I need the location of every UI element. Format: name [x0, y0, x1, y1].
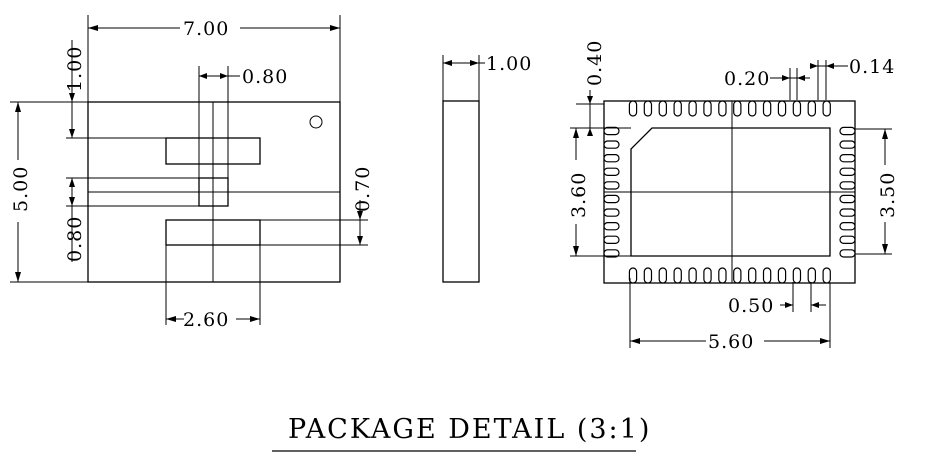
- pad-top: [628, 100, 638, 117]
- pad-top: [733, 100, 742, 117]
- pad-right: [839, 140, 856, 149]
- pad-bottom: [688, 267, 697, 284]
- dim-pad-row: 3.50: [877, 172, 899, 218]
- pad-bottom: [658, 267, 668, 284]
- dim-gap: 0.70: [352, 166, 374, 212]
- dim-slot-height: 0.80: [64, 216, 86, 262]
- pad-right: [839, 154, 856, 163]
- dim-pad-span: 2.60: [183, 309, 229, 331]
- pad-left: [603, 154, 620, 163]
- pad-right: [839, 235, 856, 244]
- pad-top: [688, 100, 697, 117]
- pad-array: [603, 100, 856, 284]
- pad-bottom: [777, 267, 787, 284]
- pad-top: [673, 100, 682, 117]
- pad-right: [839, 249, 856, 258]
- pad-top: [747, 100, 757, 117]
- pad-top: [777, 100, 787, 117]
- pad-bottom: [628, 267, 638, 284]
- pad-left: [603, 222, 620, 231]
- dim-thickness: 1.00: [486, 53, 532, 75]
- pad-left: [603, 181, 620, 190]
- dim-height: 5.00: [10, 166, 32, 212]
- pad-left: [603, 249, 620, 258]
- pad-bottom: [762, 267, 772, 284]
- pad-right: [839, 222, 856, 231]
- dim-slot-width: 0.80: [242, 66, 288, 88]
- dim-offset: 0.40: [584, 40, 606, 86]
- dim-width: 7.00: [183, 18, 229, 40]
- pad-top: [792, 100, 802, 117]
- pad-bottom: [718, 267, 727, 284]
- pad-right: [839, 167, 856, 176]
- side-view: 1.00: [442, 53, 532, 283]
- pad-bottom: [822, 267, 831, 284]
- pad-top: [643, 100, 653, 117]
- pad-left: [603, 167, 620, 176]
- pad-bottom: [673, 267, 682, 284]
- dim-pitch: 0.50: [728, 295, 774, 317]
- pad-top: [762, 100, 772, 117]
- dim-top-margin: 1.00: [64, 46, 86, 92]
- pad-right: [839, 194, 856, 204]
- dim-inner-height: 3.60: [568, 172, 590, 218]
- pad-bottom: [807, 267, 817, 284]
- pad-top: [822, 100, 831, 117]
- drawing-title: PACKAGE DETAIL (3:1): [288, 414, 651, 445]
- pad-left: [603, 126, 620, 136]
- pad-top: [703, 100, 712, 117]
- side-outline: [442, 100, 480, 283]
- pad-left: [603, 208, 620, 217]
- pad-right: [839, 208, 856, 217]
- dim-pad-width: 0.20: [724, 68, 770, 90]
- pad-bottom: [792, 267, 802, 284]
- pin1-marker: [309, 115, 323, 129]
- pad-bottom: [643, 267, 653, 284]
- dim-total-span: 5.60: [708, 331, 754, 353]
- pad-bottom: [703, 267, 712, 284]
- pad-right: [839, 181, 856, 190]
- bottom-view: 0.40 0.20 0.14 3.60 3.50: [568, 40, 899, 353]
- top-view: 7.00 0.80 5.00 1.00 0.80: [10, 15, 374, 331]
- pad-top: [658, 100, 668, 117]
- exposed-pad: [630, 127, 831, 257]
- pad-left: [603, 235, 620, 244]
- pad-top: [718, 100, 727, 117]
- dim-pad-gap: 0.14: [849, 56, 895, 78]
- pad-top: [807, 100, 817, 117]
- pad-right: [839, 126, 856, 136]
- pad-bottom: [733, 267, 742, 284]
- pad-left: [603, 140, 620, 149]
- pad-left: [603, 194, 620, 204]
- pad-bottom: [747, 267, 757, 284]
